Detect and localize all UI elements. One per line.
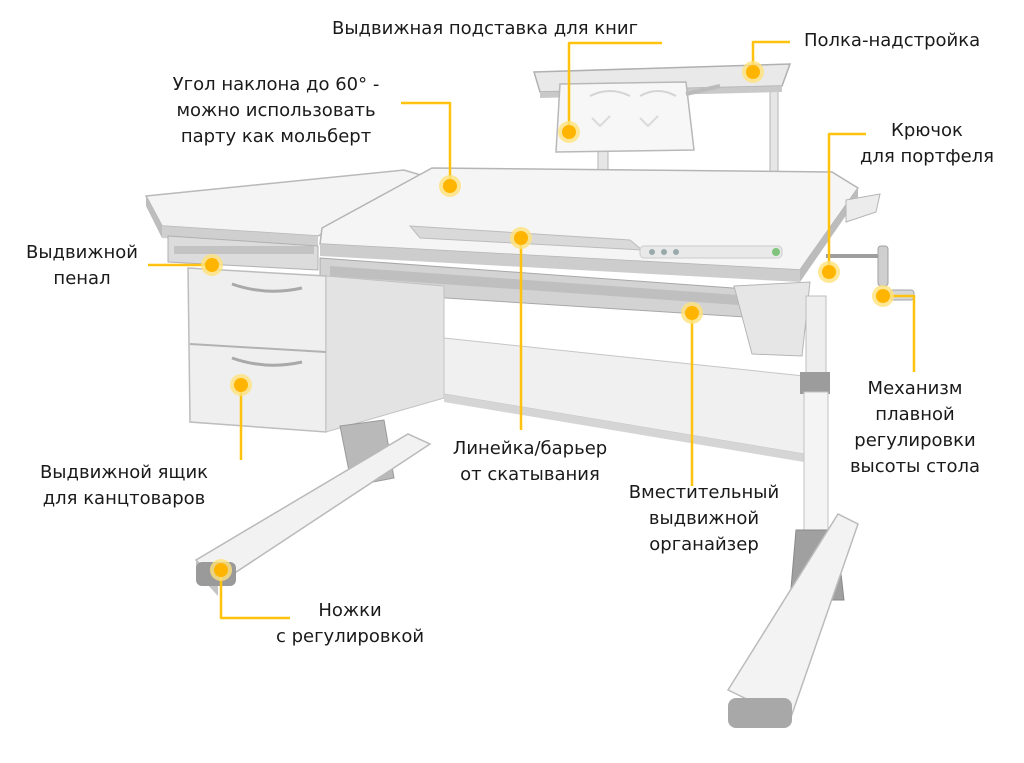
label-organizer: Вместительный выдвижной органайзер: [628, 482, 780, 555]
book-stand: [555, 81, 721, 153]
label-book-stand: Выдвижная подставка для книг: [332, 18, 639, 39]
label-pencil-case: Выдвижной пенал: [25, 242, 138, 289]
callout-dot-icon: [210, 559, 232, 581]
label-shelf: Полка-надстройка: [804, 30, 981, 51]
callout-dot-icon: [742, 61, 764, 83]
callout-dot-icon: [510, 227, 532, 249]
callout-dot-icon: [818, 261, 840, 283]
callout-dot-icon: [681, 302, 703, 324]
callout-dot-icon: [439, 175, 461, 197]
label-hook: Крючок для портфеля: [860, 120, 994, 167]
label-drawer: Выдвижной ящик для канцтоваров: [39, 462, 209, 509]
callout-dot-icon: [872, 285, 894, 307]
callout-dot-icon: [558, 121, 580, 143]
label-ruler: Линейка/барьер от скатывания: [452, 438, 608, 485]
callout-dot-icon: [230, 374, 252, 396]
label-tilt: Угол наклона до 60° - можно использовать…: [172, 74, 380, 147]
callout-lines: [148, 40, 916, 620]
label-mechanism: Механизм плавной регулировки высоты стол…: [849, 378, 981, 477]
label-legs: Ножки с регулировкой: [275, 600, 425, 647]
callout-dot-icon: [201, 254, 223, 276]
organizer-drawer: [319, 257, 811, 357]
right-leg: [726, 245, 915, 728]
callout-dots: [201, 61, 894, 581]
drawer-cabinet: [187, 267, 445, 433]
